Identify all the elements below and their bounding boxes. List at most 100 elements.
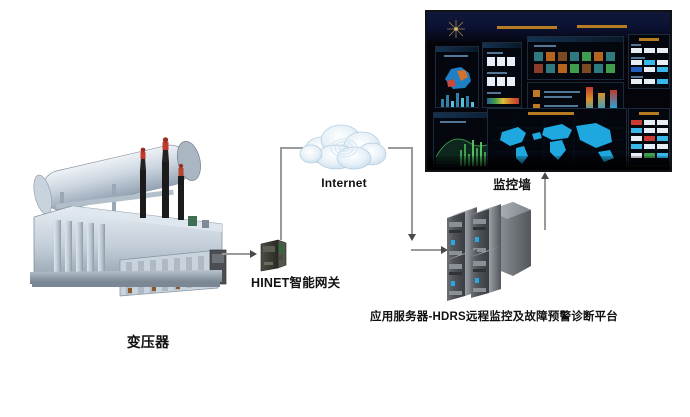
panel-header: [436, 47, 478, 52]
trend-bar: [472, 140, 474, 166]
connector-cloud-right: [388, 147, 413, 149]
status-tile: [606, 52, 615, 61]
table-group-label: [631, 44, 641, 46]
device-tile: [631, 136, 642, 141]
connector-into-servers: [411, 249, 445, 251]
panel-header: [483, 43, 521, 48]
device-tile: [657, 60, 668, 65]
metric-value-tile: [497, 77, 505, 86]
device-tile: [657, 48, 668, 53]
status-tile-grid-panel: [527, 36, 624, 80]
wall-header-strip-2: [577, 25, 627, 28]
status-tile: [558, 52, 567, 61]
device-tile: [631, 79, 642, 84]
panel-title-text: [444, 55, 468, 57]
device-tile: [644, 136, 655, 141]
arrowhead-to-servers: [408, 234, 416, 241]
mini-bar: [471, 102, 474, 107]
status-tile: [534, 64, 543, 73]
panel-header-amber: [528, 112, 574, 115]
arrowhead-to-gateway: [250, 250, 257, 258]
transformer-svg: [30, 137, 227, 297]
panel-header: [434, 113, 514, 118]
gateway-svg: [260, 239, 287, 272]
metrics-panel: [482, 42, 522, 108]
device-table-panel: [628, 34, 670, 89]
device-tile: [657, 136, 668, 141]
gateway-label: HINET智能网关: [251, 276, 341, 290]
alarm-icon: [533, 104, 540, 111]
metric-label: [487, 52, 503, 54]
status-tile: [546, 64, 555, 73]
device-tile: [631, 144, 642, 149]
status-tile: [606, 64, 615, 73]
mini-bar: [461, 98, 464, 107]
mini-bar: [456, 93, 459, 107]
arrowhead-servers-in: [441, 246, 448, 254]
connector-servers-to-wall: [544, 178, 546, 230]
wall-header-strip-1: [497, 26, 557, 29]
status-tile: [534, 52, 543, 61]
starburst-icon: [447, 20, 465, 38]
device-tile: [657, 144, 668, 149]
metric-label: [487, 92, 501, 94]
device-tile: [657, 79, 668, 84]
device-tile: [644, 144, 655, 149]
metric-value-tile: [497, 57, 505, 66]
panel-header-amber: [639, 38, 659, 41]
status-tile: [594, 52, 603, 61]
panel-title-text: [440, 121, 466, 123]
wall-bottom-shadow: [427, 156, 670, 170]
panel-header-amber: [639, 112, 659, 115]
device-tile: [644, 67, 655, 72]
device-tile: [631, 67, 642, 72]
device-tile: [644, 128, 655, 133]
china-region-map: [445, 67, 471, 89]
status-tile: [582, 52, 591, 61]
internet-cloud: [296, 120, 392, 174]
connector-gateway-to-cloud: [280, 147, 310, 149]
metric-label: [487, 72, 507, 74]
connector-transformer-gateway: [222, 253, 252, 255]
mini-bar: [441, 99, 444, 107]
transformer-label: 变压器: [126, 334, 170, 350]
status-tile: [546, 52, 555, 61]
transformer-illustration: [12, 92, 252, 307]
status-tile: [558, 64, 567, 73]
metric-value-tile: [487, 57, 495, 66]
trend-bar: [464, 144, 466, 166]
status-tile: [570, 64, 579, 73]
panel-title-text: [534, 45, 556, 47]
table-group-label: [631, 57, 645, 59]
internet-label: Internet: [321, 176, 367, 190]
status-tile: [582, 64, 591, 73]
hinet-gateway-device: [258, 238, 292, 272]
mini-bar: [451, 101, 454, 107]
alarm-row-text: [544, 91, 580, 93]
device-tile: [657, 67, 668, 72]
application-server-rack: [443, 196, 535, 301]
metric-value-tile: [507, 57, 515, 66]
region-map-panel: [435, 46, 479, 108]
device-tile: [657, 128, 668, 133]
device-tile: [644, 79, 655, 84]
monitoring-wall-label: 监控墙: [492, 178, 532, 192]
device-tile: [631, 60, 642, 65]
alarm-icon: [533, 90, 540, 97]
connector-gateway-up: [280, 148, 282, 240]
device-tile: [631, 48, 642, 53]
alarm-row-text: [544, 96, 572, 98]
device-tile: [657, 153, 668, 158]
mini-bar: [446, 95, 449, 107]
servers-svg: [447, 202, 531, 301]
heat-legend: [487, 98, 519, 104]
device-tile: [644, 120, 655, 125]
arrowhead-to-wall: [541, 172, 549, 179]
connector-down-to-servers: [411, 147, 413, 237]
monitoring-wall-display: [425, 10, 672, 172]
device-tile: [631, 153, 642, 158]
trend-bar: [480, 142, 482, 166]
status-tile: [570, 52, 579, 61]
mini-bar: [466, 96, 469, 107]
